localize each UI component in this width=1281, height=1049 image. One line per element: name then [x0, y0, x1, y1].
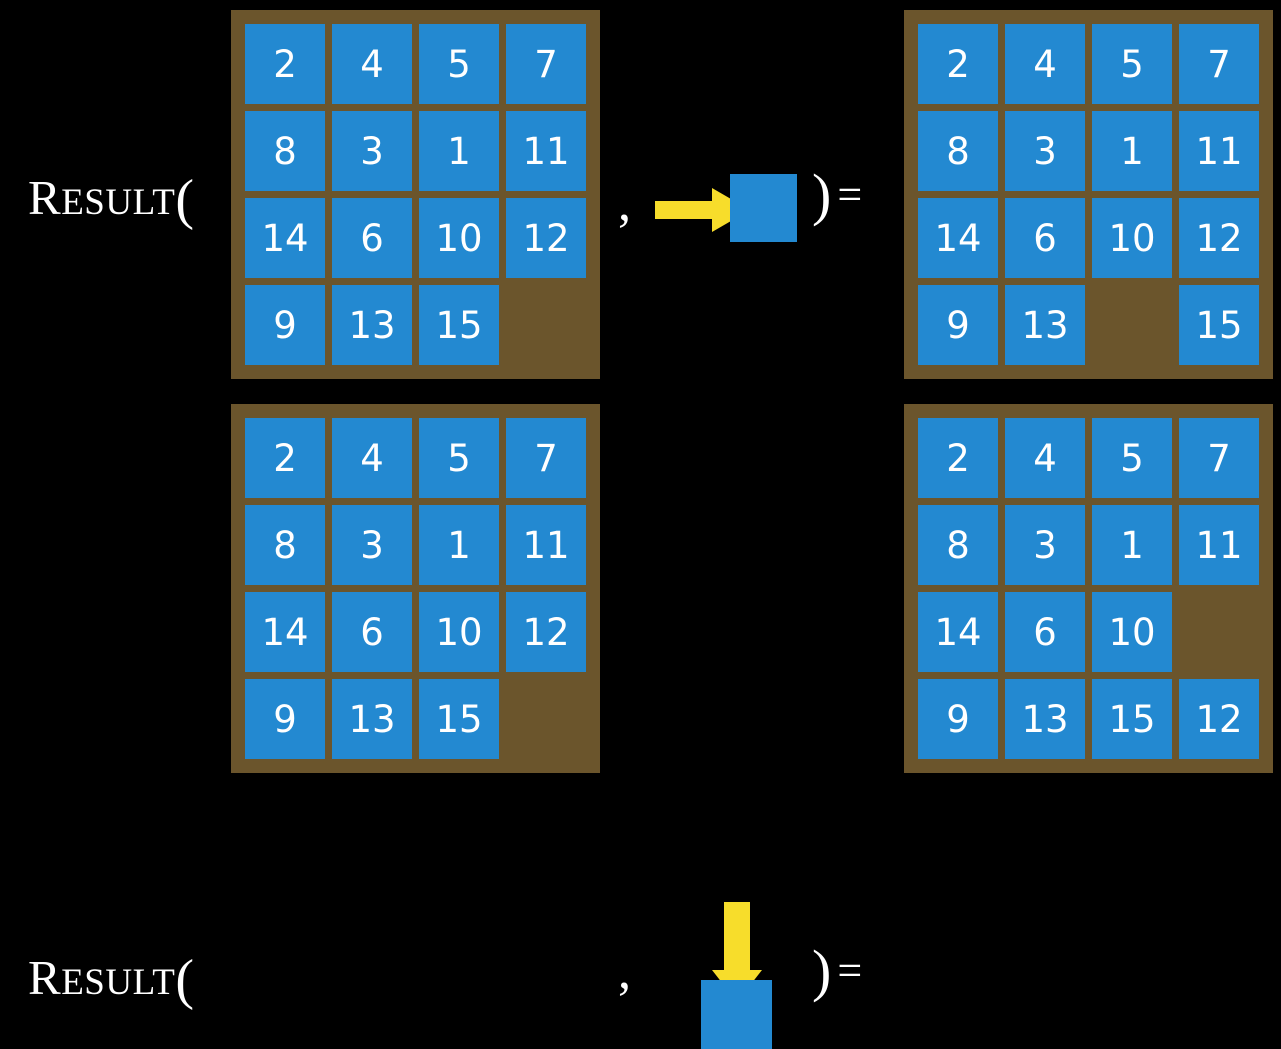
tile[interactable]: 8 — [918, 505, 998, 585]
tile[interactable]: 13 — [332, 285, 412, 365]
equation-row-slide-right: RESULT( 2 4 5 7 8 3 1 11 14 6 10 12 9 13… — [0, 0, 1281, 390]
tile[interactable]: 5 — [419, 24, 499, 104]
result-label-rest-top: ESULT — [61, 182, 176, 223]
tile[interactable]: 11 — [1179, 111, 1259, 191]
tile[interactable]: 5 — [1092, 24, 1172, 104]
result-label-initial-top: R — [28, 170, 62, 225]
close-paren-top: ) — [812, 162, 832, 227]
tile[interactable]: 6 — [1005, 198, 1085, 278]
tile[interactable]: 12 — [1179, 198, 1259, 278]
equation-row-slide-down: RESULT( 2 4 5 7 8 3 1 11 14 6 10 12 9 13… — [0, 390, 1281, 1049]
empty-slot — [1092, 285, 1172, 365]
input-grid-top: 2 4 5 7 8 3 1 11 14 6 10 12 9 13 15 — [231, 10, 600, 379]
tile[interactable]: 15 — [1092, 679, 1172, 759]
tile[interactable]: 5 — [419, 418, 499, 498]
tile[interactable]: 13 — [1005, 285, 1085, 365]
result-function-label-top: RESULT( — [28, 168, 195, 228]
equals-sign-bottom: = — [837, 946, 863, 995]
tile[interactable]: 1 — [1092, 505, 1172, 585]
tile[interactable]: 2 — [245, 418, 325, 498]
tile[interactable]: 9 — [918, 285, 998, 365]
tile[interactable]: 6 — [332, 592, 412, 672]
tile[interactable]: 15 — [419, 679, 499, 759]
tile[interactable]: 11 — [1179, 505, 1259, 585]
tile[interactable]: 14 — [245, 198, 325, 278]
tile[interactable]: 9 — [918, 679, 998, 759]
tile[interactable]: 10 — [419, 592, 499, 672]
equation-closer-bottom: )= — [812, 942, 862, 1000]
tile[interactable]: 6 — [332, 198, 412, 278]
tile[interactable]: 10 — [1092, 198, 1172, 278]
tile[interactable]: 7 — [1179, 418, 1259, 498]
tile[interactable]: 15 — [1179, 285, 1259, 365]
tile[interactable]: 14 — [918, 198, 998, 278]
argument-separator-comma-top: , — [618, 175, 631, 232]
tile[interactable]: 3 — [1005, 505, 1085, 585]
equals-sign-top: = — [837, 170, 863, 219]
tile[interactable]: 15 — [419, 285, 499, 365]
tile[interactable]: 3 — [332, 111, 412, 191]
tile[interactable]: 7 — [506, 24, 586, 104]
tile[interactable]: 10 — [419, 198, 499, 278]
tile[interactable]: 8 — [918, 111, 998, 191]
move-right-argument-tile[interactable] — [730, 174, 797, 242]
empty-slot — [506, 285, 586, 365]
tile[interactable]: 6 — [1005, 592, 1085, 672]
tile[interactable]: 12 — [506, 592, 586, 672]
output-grid-bottom: 2 4 5 7 8 3 1 11 14 6 10 9 13 15 12 — [904, 404, 1273, 773]
tile[interactable]: 4 — [1005, 24, 1085, 104]
tile[interactable]: 12 — [1179, 679, 1259, 759]
tile[interactable]: 14 — [918, 592, 998, 672]
tile[interactable]: 2 — [245, 24, 325, 104]
tile[interactable]: 2 — [918, 418, 998, 498]
tile[interactable]: 3 — [1005, 111, 1085, 191]
tile[interactable]: 7 — [1179, 24, 1259, 104]
tile[interactable]: 7 — [506, 418, 586, 498]
tile[interactable]: 1 — [419, 505, 499, 585]
tile[interactable]: 13 — [1005, 679, 1085, 759]
tile[interactable]: 4 — [332, 418, 412, 498]
tile[interactable]: 8 — [245, 111, 325, 191]
argument-separator-comma-bottom: , — [618, 943, 631, 1000]
close-paren-bottom: ) — [812, 938, 832, 1003]
tile[interactable]: 5 — [1092, 418, 1172, 498]
tile[interactable]: 4 — [1005, 418, 1085, 498]
arrow-right-icon — [655, 188, 750, 232]
output-grid-top: 2 4 5 7 8 3 1 11 14 6 10 12 9 13 15 — [904, 10, 1273, 379]
input-grid-bottom: 2 4 5 7 8 3 1 11 14 6 10 12 9 13 15 — [231, 404, 600, 773]
tile[interactable]: 1 — [1092, 111, 1172, 191]
tile[interactable]: 11 — [506, 111, 586, 191]
tile[interactable]: 1 — [419, 111, 499, 191]
tile[interactable]: 9 — [245, 285, 325, 365]
empty-slot — [506, 679, 586, 759]
result-label-initial-bottom: R — [28, 950, 62, 1005]
tile[interactable]: 2 — [918, 24, 998, 104]
empty-slot — [1179, 592, 1259, 672]
tile[interactable]: 3 — [332, 505, 412, 585]
result-label-open-paren-bottom: ( — [175, 949, 195, 1011]
tile[interactable]: 10 — [1092, 592, 1172, 672]
equation-closer-top: )= — [812, 166, 862, 224]
tile[interactable]: 14 — [245, 592, 325, 672]
tile[interactable]: 12 — [506, 198, 586, 278]
tile[interactable]: 11 — [506, 505, 586, 585]
tile[interactable]: 8 — [245, 505, 325, 585]
tile[interactable]: 13 — [332, 679, 412, 759]
result-label-rest-bottom: ESULT — [61, 962, 176, 1003]
tile[interactable]: 4 — [332, 24, 412, 104]
tile[interactable]: 9 — [245, 679, 325, 759]
result-label-open-paren-top: ( — [175, 169, 195, 231]
result-function-label-bottom: RESULT( — [28, 948, 195, 1008]
move-down-argument-tile[interactable] — [701, 980, 772, 1049]
